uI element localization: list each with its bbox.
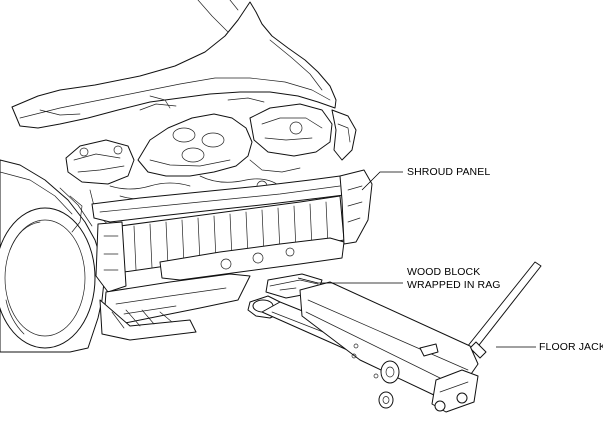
engine-bay xyxy=(65,97,357,233)
shroud-panel xyxy=(91,169,373,341)
jack-wheel-left xyxy=(380,360,400,384)
floor-jack-label: FLOOR JACK xyxy=(539,341,603,353)
raised-hood xyxy=(11,0,337,129)
engine-cover xyxy=(137,113,253,177)
shroud-panel-leader xyxy=(361,171,403,191)
shroud-panel-label: SHROUD PANEL xyxy=(407,166,491,178)
wood-block-label-line1: WOOD BLOCK xyxy=(407,266,481,278)
wood-block-leader xyxy=(297,277,403,284)
jack-wheel-front xyxy=(378,391,394,409)
front-wheel xyxy=(0,207,96,349)
wood-block-label-line2: WRAPPED IN RAG xyxy=(407,279,501,291)
floor-jack xyxy=(247,261,542,413)
callout-leaders xyxy=(297,171,536,348)
